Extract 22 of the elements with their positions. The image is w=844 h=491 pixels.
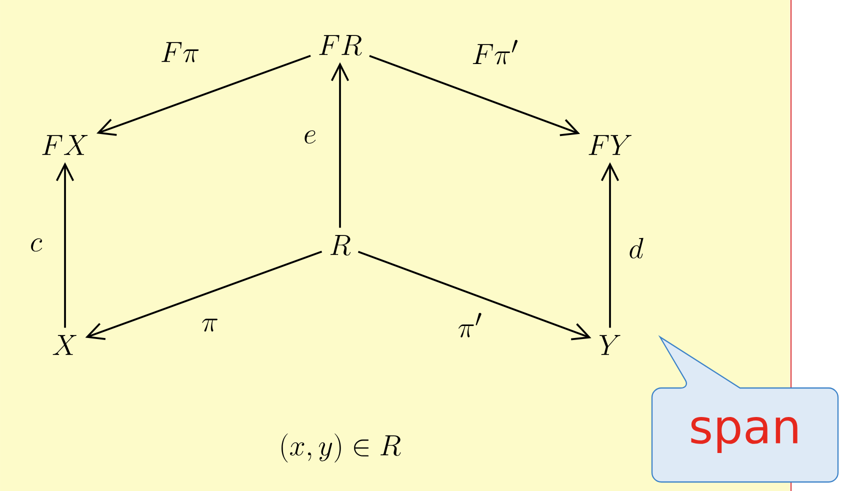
arrow (600, 162, 620, 328)
edge-label: $F\pi'$ (472, 40, 518, 64)
math-object: $R$ (330, 235, 351, 256)
edge-label: $e$ (304, 130, 316, 144)
math-object: $FX$ (42, 135, 88, 155)
arrow (358, 250, 592, 340)
edge-label: $\pi'$ (458, 312, 482, 338)
edge-label: $d$ (630, 238, 644, 258)
edge-label: $c$ (31, 238, 42, 252)
math-object: $FY$ (588, 135, 632, 155)
math-object: $FR$ (319, 35, 362, 56)
edge-label: $\pi$ (202, 318, 218, 332)
speech-bubble: span (651, 336, 839, 483)
arrow (85, 250, 322, 340)
arrow (330, 62, 350, 228)
arrow (369, 55, 580, 136)
arrow (56, 162, 74, 328)
arrow (96, 54, 311, 136)
math-object: $X$ (52, 335, 76, 355)
math-object: $Y$ (600, 335, 620, 355)
edge-label: $F\pi$ (162, 42, 199, 62)
membership-formula: $(x, y) \in R$ (282, 433, 401, 463)
